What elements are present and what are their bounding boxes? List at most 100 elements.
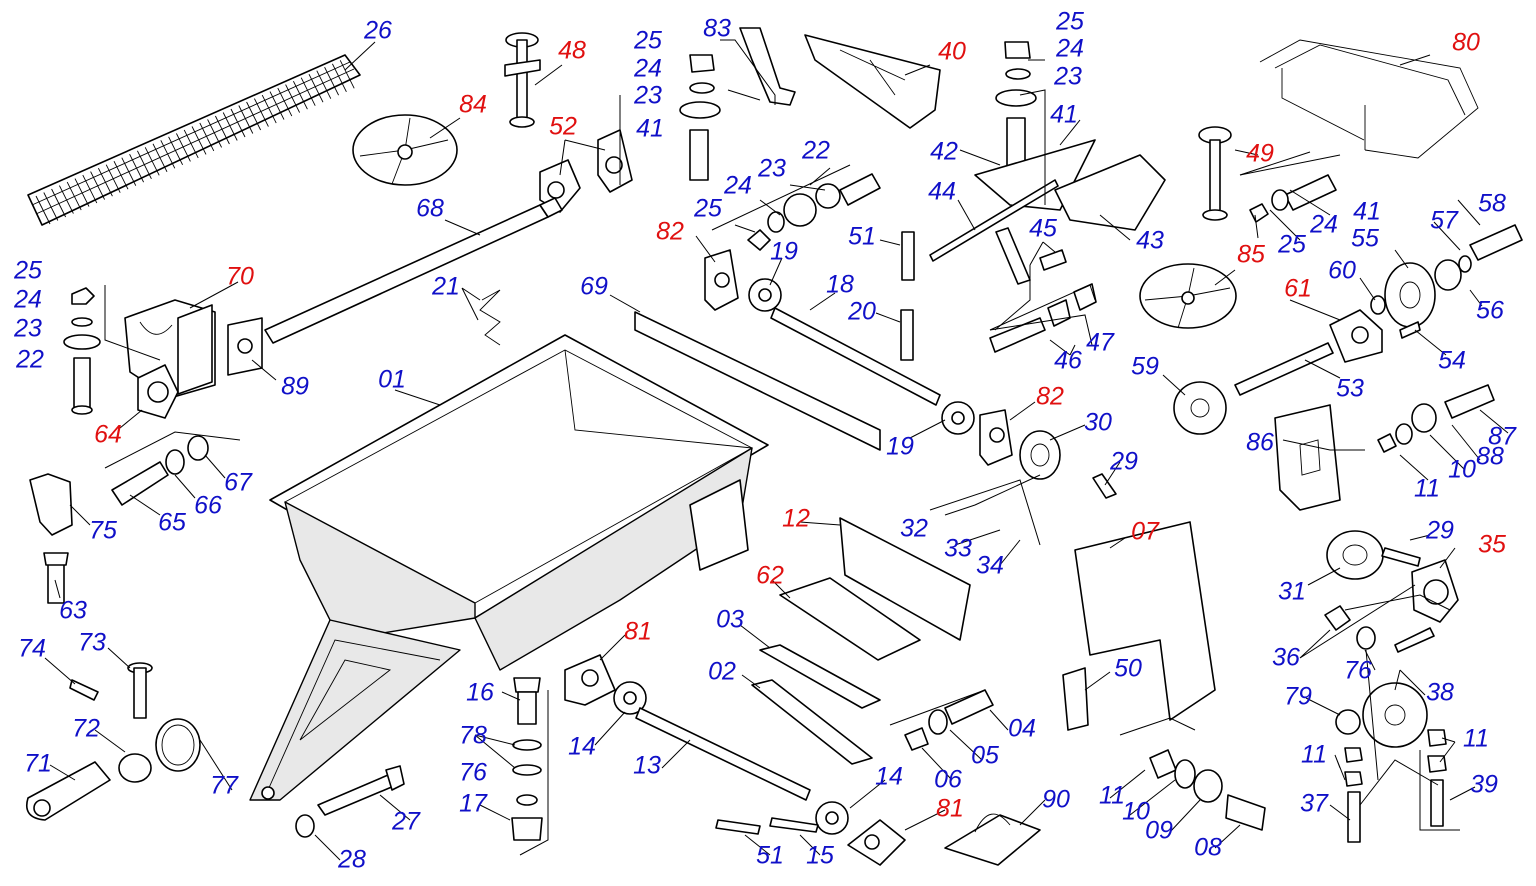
part-label-19a: 19	[770, 238, 798, 266]
part-washers-mid	[747, 173, 881, 251]
part-label-41a: 41	[636, 115, 664, 143]
part-label-11b: 11	[1301, 741, 1327, 769]
part-label-82a: 82	[656, 218, 684, 246]
part-label-24c: 24	[723, 172, 752, 200]
part-label-41c: 41	[1353, 198, 1381, 226]
part-label-66: 66	[194, 492, 222, 520]
part-frame-07	[1062, 521, 1216, 731]
part-label-14a: 14	[568, 733, 596, 761]
part-label-74: 74	[18, 635, 46, 663]
part-spinner-disc-85	[1139, 263, 1237, 329]
part-label-50: 50	[1114, 655, 1142, 683]
part-label-86: 86	[1246, 429, 1274, 457]
leader-lines	[44, 39, 1509, 861]
part-label-55: 55	[1351, 225, 1379, 253]
part-label-51a: 51	[848, 223, 876, 251]
part-bolt-04-06	[904, 689, 994, 751]
part-bolt-46-47	[989, 283, 1097, 353]
part-label-12: 12	[782, 505, 810, 533]
part-bolt-27-28	[295, 765, 405, 838]
part-label-17: 17	[459, 790, 488, 818]
part-label-51b: 51	[756, 842, 784, 870]
part-label-18: 18	[826, 271, 854, 299]
part-pin-51b	[715, 819, 761, 835]
part-label-15: 15	[806, 842, 834, 870]
part-label-11a: 11	[1414, 475, 1440, 503]
part-label-10b: 10	[1122, 798, 1150, 826]
part-label-67: 67	[224, 469, 253, 497]
part-bearing-52	[539, 129, 633, 213]
part-label-06: 06	[934, 766, 962, 794]
part-label-24a: 24	[633, 55, 662, 83]
part-pin-15	[769, 817, 819, 833]
part-bolt-37	[1344, 747, 1363, 843]
part-label-87: 87	[1488, 423, 1517, 451]
part-number-labels: 2648845225242341834025242341802223242542…	[13, 8, 1517, 874]
part-label-88: 88	[1476, 443, 1504, 471]
part-label-73: 73	[78, 629, 106, 657]
part-shaft-68	[264, 197, 563, 344]
part-label-79: 79	[1284, 683, 1312, 711]
part-shaft-assembly-18	[704, 249, 1061, 480]
part-bolt-stack-41a	[679, 54, 721, 181]
part-label-54: 54	[1438, 347, 1466, 375]
part-label-75: 75	[89, 517, 117, 545]
part-label-07: 07	[1131, 518, 1160, 546]
part-label-64: 64	[94, 421, 122, 449]
part-label-68: 68	[416, 195, 444, 223]
part-label-24b: 24	[1055, 35, 1084, 63]
part-label-81a: 81	[624, 618, 652, 646]
part-spinner-drive-48	[504, 32, 541, 128]
part-label-89: 89	[281, 373, 309, 401]
part-label-72: 72	[72, 715, 100, 743]
part-label-13: 13	[633, 752, 661, 780]
part-label-25c: 25	[693, 195, 722, 223]
part-label-36: 36	[1272, 644, 1300, 672]
part-drawings	[26, 27, 1523, 866]
part-hopper-01	[249, 334, 769, 801]
part-label-30: 30	[1084, 409, 1112, 437]
part-label-78: 78	[459, 722, 487, 750]
part-label-58: 58	[1478, 190, 1506, 218]
part-label-16: 16	[466, 679, 494, 707]
part-bracket-83	[739, 27, 796, 106]
part-spinner-disc-84	[352, 114, 458, 186]
part-bolt-08-11	[1149, 749, 1266, 831]
part-label-32: 32	[900, 515, 928, 543]
part-label-25e: 25	[13, 257, 42, 285]
part-bolt-stack-16	[511, 677, 543, 841]
part-label-23a: 23	[633, 82, 662, 110]
part-clip-21	[479, 289, 501, 346]
part-label-01: 01	[378, 366, 406, 394]
part-label-11c: 11	[1463, 725, 1489, 753]
part-label-60: 60	[1328, 257, 1356, 285]
part-label-48: 48	[558, 37, 586, 65]
part-label-82b: 82	[1036, 383, 1064, 411]
part-label-28: 28	[337, 846, 366, 874]
part-label-38: 38	[1426, 679, 1454, 707]
part-label-53: 53	[1336, 375, 1364, 403]
part-label-11d: 11	[1099, 782, 1125, 810]
part-label-84: 84	[459, 91, 487, 119]
part-bolt-65-66-67	[111, 435, 209, 506]
part-label-10a: 10	[1448, 456, 1476, 484]
part-pin-73-74	[69, 662, 153, 719]
part-label-25a: 25	[633, 27, 662, 55]
part-label-23c: 23	[757, 155, 786, 183]
part-label-24e: 24	[13, 286, 42, 314]
part-bolt-41c	[1249, 174, 1337, 223]
part-label-21: 21	[431, 273, 460, 301]
part-label-69: 69	[580, 273, 608, 301]
part-strip-69	[634, 311, 881, 451]
part-label-41b: 41	[1050, 101, 1078, 129]
part-bolt-63	[43, 552, 69, 604]
part-label-14b: 14	[875, 763, 903, 791]
part-eye-71-72-77	[26, 718, 201, 821]
part-label-29b: 29	[1425, 517, 1454, 545]
part-fitting-75	[29, 473, 73, 536]
part-label-24d: 24	[1309, 211, 1338, 239]
part-panel-03	[759, 644, 881, 709]
part-label-42: 42	[930, 138, 958, 166]
part-label-31: 31	[1278, 578, 1306, 606]
